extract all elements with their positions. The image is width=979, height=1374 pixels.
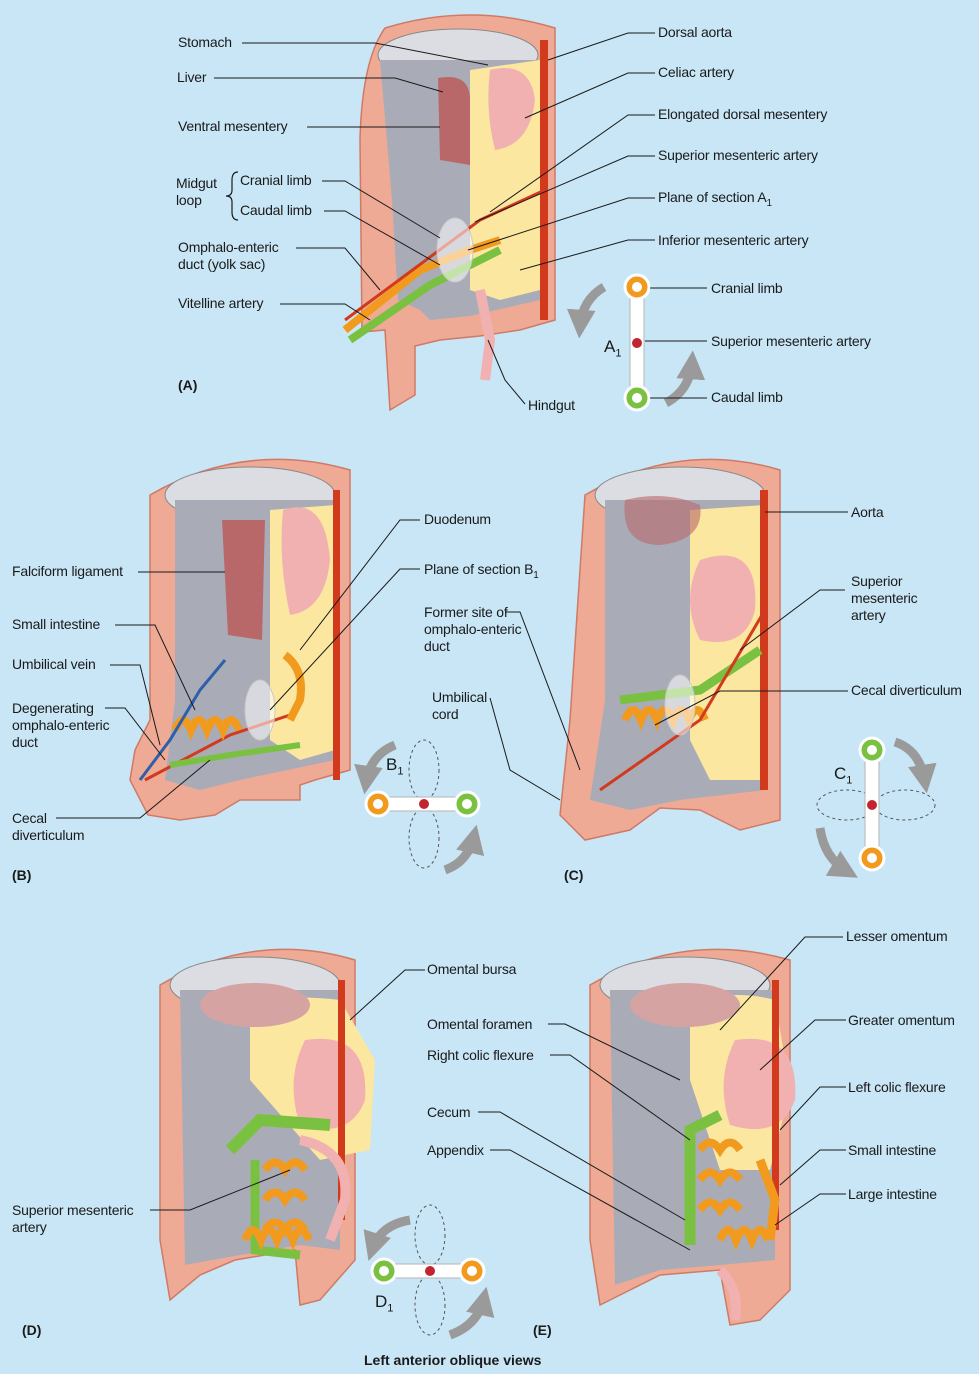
label-sma-d: Superior mesenteric artery — [12, 1202, 162, 1236]
label-small-intestine-b: Small intestine — [12, 616, 100, 633]
label-umbilical-vein: Umbilical vein — [12, 656, 96, 673]
stomach-shape — [690, 556, 755, 642]
label-section-sma: Superior mesenteric artery — [711, 333, 871, 350]
panel-b-embryo — [130, 459, 350, 820]
rotation-arrow — [666, 362, 692, 403]
label-cecal-diverticulum-b: Cecal diverticulum — [12, 810, 102, 844]
label-inferior-mesenteric-artery: Inferior mesenteric artery — [658, 232, 808, 249]
section-b1-diagram — [366, 740, 479, 870]
label-former-site: Former site of omphalo-enteric duct — [424, 604, 524, 655]
label-liver: Liver — [177, 69, 206, 86]
label-midgut-loop: Midgut loop — [176, 175, 226, 209]
label-superior-mesenteric-artery: Superior mesenteric artery — [658, 147, 818, 164]
liver-shape — [438, 77, 470, 165]
label-sma-c: Superior mesenteric artery — [851, 573, 941, 624]
panel-e-embryo — [590, 949, 795, 1325]
aorta-shape — [760, 490, 768, 790]
label-celiac-artery: Celiac artery — [658, 64, 734, 81]
label-cecal-diverticulum-c: Cecal diverticulum — [851, 682, 962, 699]
rotation-arrow — [372, 1220, 410, 1250]
label-lesser-omentum: Lesser omentum — [846, 928, 947, 945]
midgut-loop-brace — [226, 172, 238, 220]
label-small-intestine-e: Small intestine — [848, 1142, 936, 1159]
section-label-c1: C1 — [834, 764, 852, 786]
label-large-intestine: Large intestine — [848, 1186, 937, 1203]
label-ventral-mesentery: Ventral mesentery — [178, 118, 287, 135]
panel-tag-d: (D) — [22, 1322, 41, 1338]
label-vitelline-artery: Vitelline artery — [178, 295, 263, 312]
label-section-cranial-limb: Cranial limb — [711, 280, 783, 297]
stomach-shape — [294, 1039, 366, 1129]
section-c1-diagram — [817, 738, 935, 872]
panel-tag-b: (B) — [12, 867, 31, 883]
label-elongated-dorsal-mesentery: Elongated dorsal mesentery — [658, 106, 827, 123]
label-falciform-ligament: Falciform ligament — [12, 563, 123, 580]
section-label-a1: A1 — [604, 337, 621, 359]
panel-a-embryo — [345, 15, 555, 410]
label-dorsal-aorta: Dorsal aorta — [658, 24, 732, 41]
label-hindgut: Hindgut — [528, 397, 575, 414]
rotation-arrow — [580, 287, 604, 327]
dorsal-aorta-shape — [540, 40, 548, 320]
label-omental-foramen: Omental foramen — [427, 1016, 532, 1033]
label-cecum: Cecum — [427, 1104, 470, 1121]
section-d1-diagram — [372, 1205, 484, 1335]
rotation-arrow — [445, 836, 474, 870]
rotation-arrow — [450, 1298, 484, 1335]
label-stomach: Stomach — [178, 34, 232, 51]
panel-tag-c: (C) — [564, 867, 583, 883]
section-label-b1: B1 — [386, 755, 403, 777]
label-greater-omentum: Greater omentum — [848, 1012, 955, 1029]
label-plane-of-section-a1: Plane of section A1 — [658, 189, 772, 212]
label-umbilical-cord: Umbilical cord — [432, 689, 502, 723]
label-cranial-limb: Cranial limb — [240, 172, 312, 189]
label-omphalo-enteric-duct: Omphalo-enteric duct (yolk sac) — [178, 239, 298, 273]
label-right-colic-flexure: Right colic flexure — [427, 1047, 534, 1064]
liver-shape — [222, 520, 265, 640]
label-appendix: Appendix — [427, 1142, 484, 1159]
panel-d-embryo — [160, 949, 375, 1305]
panel-c-embryo — [560, 459, 780, 840]
label-plane-of-section-b1: Plane of section B1 — [424, 561, 539, 584]
panel-tag-a: (A) — [178, 377, 197, 393]
rotation-arrow — [820, 828, 848, 872]
stomach-shape — [724, 1039, 796, 1129]
label-left-colic-flexure: Left colic flexure — [848, 1079, 946, 1096]
label-degenerating-duct: Degenerating omphalo-enteric duct — [12, 700, 130, 751]
footer-caption: Left anterior oblique views — [364, 1352, 541, 1368]
section-a1-diagram — [580, 275, 692, 410]
panel-tag-e: (E) — [533, 1322, 552, 1338]
section-label-d1: D1 — [375, 1292, 393, 1314]
sma-dot — [632, 338, 642, 348]
label-aorta-c: Aorta — [851, 504, 883, 521]
label-duodenum: Duodenum — [424, 511, 491, 528]
label-section-caudal-limb: Caudal limb — [711, 389, 783, 406]
label-omental-bursa: Omental bursa — [427, 961, 516, 978]
rotation-arrow — [895, 742, 925, 782]
label-caudal-limb: Caudal limb — [240, 202, 312, 219]
